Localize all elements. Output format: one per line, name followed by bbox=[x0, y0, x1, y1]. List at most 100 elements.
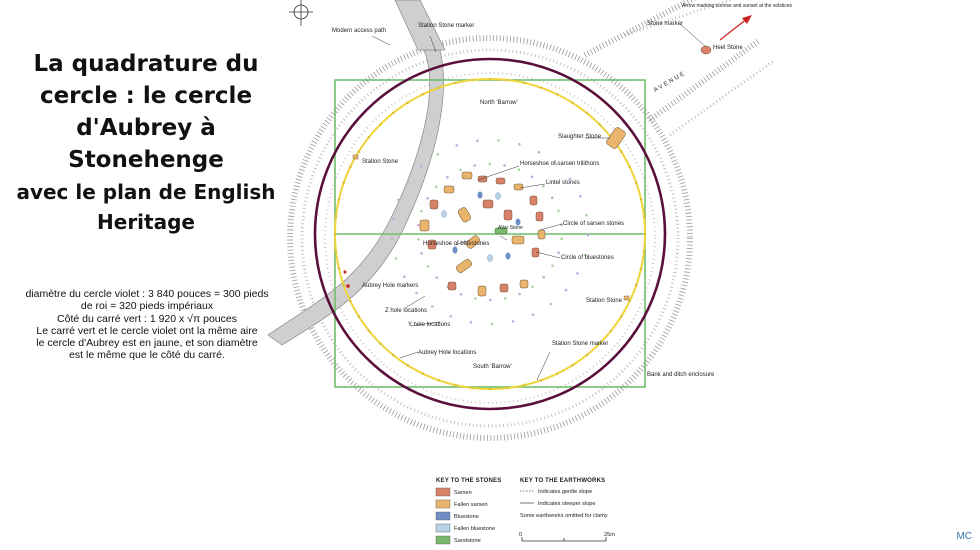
hole-dot bbox=[476, 139, 479, 143]
hole-dot bbox=[628, 165, 631, 168]
hole-dot bbox=[497, 139, 500, 142]
hole-dot bbox=[564, 288, 568, 292]
hole-dot bbox=[420, 210, 423, 213]
label-stone-marker: Stone marker bbox=[647, 21, 683, 27]
hole-dot bbox=[531, 285, 534, 289]
hole-dot bbox=[542, 185, 545, 188]
description-line: Le carré vert et le cercle violet ont la… bbox=[36, 324, 258, 337]
hole-dot bbox=[446, 175, 449, 179]
violet-circle bbox=[313, 57, 667, 411]
hole-dot bbox=[635, 181, 638, 185]
hole-dot bbox=[579, 194, 582, 198]
hole-dot bbox=[576, 272, 579, 275]
hole-dot bbox=[568, 177, 572, 181]
hole-dot bbox=[518, 142, 521, 146]
hole-dot bbox=[417, 223, 420, 227]
earthwork-outer-bank bbox=[287, 35, 693, 441]
hole-dot bbox=[396, 198, 400, 201]
hole-dot bbox=[537, 150, 541, 154]
hole-dot bbox=[560, 237, 563, 241]
solstice-arrow bbox=[719, 15, 752, 41]
hole-dot bbox=[337, 198, 341, 201]
label-station-stone-marker-bottom: Station Stone marker bbox=[552, 341, 608, 347]
hole-dot bbox=[459, 168, 462, 172]
label-modern-access-path: Modern access path bbox=[332, 28, 386, 34]
hole-dot bbox=[437, 86, 441, 89]
hole-dot bbox=[642, 215, 646, 218]
subtitle-line: avec le plan de English bbox=[16, 180, 276, 204]
hole-dot bbox=[419, 165, 423, 168]
hole-dot bbox=[504, 297, 507, 300]
label-circle-bluestones: Circle of bluestones bbox=[561, 255, 614, 261]
scale-start: 0 bbox=[519, 532, 522, 538]
hole-dot bbox=[455, 144, 459, 147]
hole-dot bbox=[367, 136, 371, 139]
hole-dot bbox=[391, 237, 394, 241]
hole-dot bbox=[349, 300, 352, 303]
hole-dot bbox=[449, 315, 453, 318]
label-altar-stone: Altar Stone bbox=[498, 225, 523, 231]
label-avenue: AVENUE bbox=[653, 70, 687, 93]
hole-dot bbox=[619, 150, 623, 153]
credit: MC bbox=[956, 531, 972, 542]
key-stones-title: KEY TO THE STONES bbox=[436, 478, 501, 484]
hole-dot bbox=[417, 238, 420, 241]
hole-dot bbox=[406, 101, 409, 105]
hole-dot bbox=[585, 353, 588, 357]
hole-dot bbox=[557, 209, 560, 212]
title-line: cercle : le cercle bbox=[39, 83, 253, 109]
hole-dot bbox=[349, 165, 352, 168]
hole-dot bbox=[556, 93, 559, 96]
hole-dot bbox=[357, 315, 361, 318]
hole-dot bbox=[334, 250, 338, 253]
hole-dot bbox=[619, 315, 623, 318]
hole-dot bbox=[337, 267, 341, 270]
hole-dot bbox=[421, 93, 425, 96]
label-z-hole: Z hole locations bbox=[385, 308, 427, 314]
hole-dot bbox=[394, 257, 398, 260]
hole-dot bbox=[392, 353, 395, 357]
hole-dot bbox=[542, 276, 545, 279]
hole-dot bbox=[473, 164, 477, 167]
modern-access-path bbox=[267, 49, 444, 346]
hole-dot bbox=[554, 162, 558, 166]
hole-dot bbox=[334, 215, 338, 218]
hole-dot bbox=[471, 386, 474, 390]
hole-dot bbox=[571, 101, 574, 105]
hole-dot bbox=[435, 276, 439, 280]
label-horseshoe-trilithons: Horseshoe of sarsen trilithons bbox=[520, 161, 599, 167]
hole-dot bbox=[437, 379, 441, 382]
hole-dot bbox=[431, 305, 434, 308]
hole-dot bbox=[639, 267, 643, 270]
key-label-fallen-bluestone: Fallen bluestone bbox=[454, 526, 495, 532]
hole-dot bbox=[471, 78, 474, 82]
label-north-barrow: North 'Barrow' bbox=[480, 100, 518, 106]
key-label-sarsen: Sarsen bbox=[454, 490, 472, 496]
hole-dot bbox=[560, 223, 563, 226]
hole-dot bbox=[488, 77, 492, 81]
description-line: est le même que le côté du carré. bbox=[69, 349, 225, 362]
hole-dot bbox=[550, 196, 554, 199]
hole-dot bbox=[643, 232, 647, 236]
label-aubrey-hole-locations: Aubrey Hole locations bbox=[418, 350, 476, 356]
description-line: diamètre du cercle violet : 3 840 pouces… bbox=[25, 288, 269, 300]
label-arrow-note: Arrow marking sunrise and sunset at the … bbox=[682, 3, 793, 9]
hole-dot bbox=[426, 197, 429, 200]
key-earthworks-note: Some earthworks omitted for clarity bbox=[520, 513, 608, 519]
hole-dot bbox=[392, 111, 395, 115]
scale-bar: 0 25m bbox=[519, 532, 615, 542]
hole-dot bbox=[628, 300, 631, 303]
key-gentle-slope: Indicates gentle slope bbox=[538, 489, 592, 495]
avenue-earthwork bbox=[583, 0, 776, 137]
label-bank-ditch: Bank and ditch enclosure bbox=[647, 372, 715, 378]
hole-dot bbox=[585, 213, 588, 217]
hole-dot bbox=[488, 162, 492, 166]
key-label-sandstone: Sandstone bbox=[454, 538, 481, 544]
hole-dot bbox=[436, 152, 440, 156]
hole-dot bbox=[488, 387, 492, 391]
key-swatch-sarsen bbox=[435, 487, 451, 497]
hole-dot bbox=[426, 265, 430, 268]
hole-dot bbox=[474, 297, 477, 300]
hole-dot bbox=[539, 379, 543, 382]
